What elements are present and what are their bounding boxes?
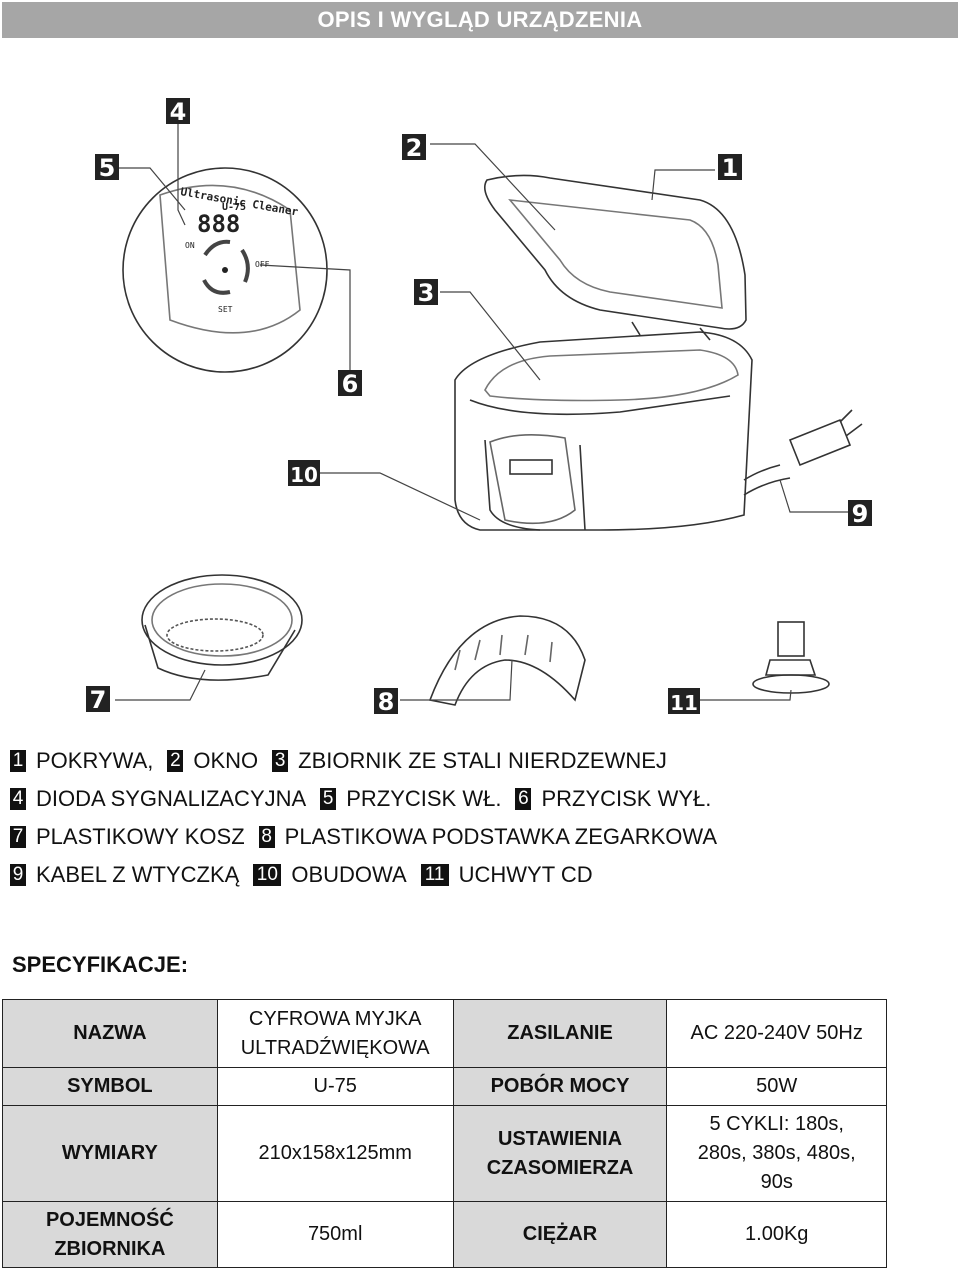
svg-text:9: 9 [852,500,869,528]
spec-label: NAZWA [2,999,218,1068]
legend-label: PRZYCISK WYŁ. [541,786,712,811]
svg-text:5: 5 [99,154,116,182]
device-diagram: Ultrasonic Cleaner U-75 888 ON OFF SET 4… [86,98,872,716]
legend-line: 9 KABEL Z WTYCZKĄ 10 OBUDOWA 11 UCHWYT CD [10,856,950,894]
spec-label: WYMIARY [2,1105,218,1202]
housing-shape [454,331,753,531]
spec-value: 750ml [216,1201,454,1268]
spec-value: AC 220-240V 50Hz [666,999,887,1068]
legend-label: ZBIORNIK ZE STALI NIERDZEWNEJ [298,748,667,773]
legend-number: 11 [420,864,449,886]
legend-number: 10 [253,864,282,886]
callout-4: 4 [166,98,190,126]
svg-text:3: 3 [418,279,435,307]
plug-shape [788,418,852,467]
panel-set-label: SET [218,305,233,314]
panel-display: 888 [197,210,240,238]
legend-label: PLASTIKOWY KOSZ [36,824,245,849]
callout-3: 3 [414,279,438,307]
legend-label: OKNO [193,748,259,773]
spec-label: USTAWIENIA CZASOMIERZA [452,1105,668,1202]
svg-text:2: 2 [406,134,423,162]
page-header: OPIS I WYGLĄD URZĄDZENIA [2,2,958,38]
callout-11: 11 [668,688,700,715]
panel-off-label: OFF [255,260,270,269]
legend-number: 7 [10,826,26,848]
basket-shape [141,574,303,666]
spec-value: CYFROWA MYJKA ULTRADŹWIĘKOWA [216,999,454,1068]
callout-9: 9 [848,500,872,528]
watch-stand-shape [428,615,586,706]
legend-label: PRZYCISK WŁ. [346,786,502,811]
legend-line: 7 PLASTIKOWY KOSZ 8 PLASTIKOWA PODSTAWKA ZE… [10,818,950,856]
cd-holder-shape [777,621,805,657]
parts-legend: 1 POKRYWA, 2 OKNO 3 ZBIORNIK ZE STALI NIERDZE… [10,742,950,894]
callout-2: 2 [402,134,426,162]
legend-line: 1 POKRYWA, 2 OKNO 3 ZBIORNIK ZE STALI NIERDZE… [10,742,950,780]
legend-number: 2 [167,750,184,772]
callout-1: 1 [718,154,742,182]
spec-value: 1.00Kg [666,1201,887,1268]
spec-value: 210x158x125mm [216,1105,454,1202]
svg-text:6: 6 [342,370,359,398]
svg-text:8: 8 [378,688,395,716]
legend-label: KABEL Z WTYCZKĄ [36,862,240,887]
legend-label: OBUDOWA [291,862,407,887]
spec-label: POJEMNOŚĆ ZBIORNIKA [2,1201,218,1268]
legend-label: DIODA SYGNALIZACYJNA [36,786,307,811]
spec-value: U-75 [216,1067,454,1106]
legend-number: 4 [10,788,26,810]
spec-value: 50W [666,1067,887,1106]
page-title: OPIS I WYGLĄD URZĄDZENIA [317,7,643,32]
legend-number: 5 [320,788,337,810]
spec-label: ZASILANIE [452,999,668,1068]
panel-on-label: ON [185,241,195,250]
spec-title: SPECYFIKACJE: [12,952,189,977]
legend-label: PLASTIKOWA PODSTAWKA ZEGARKOWA [284,824,717,849]
legend-number: 9 [10,864,26,886]
spec-label: POBÓR MOCY [452,1067,668,1106]
svg-text:10: 10 [290,463,318,487]
svg-text:7: 7 [90,686,107,714]
control-panel-zoom [122,167,328,373]
callout-10: 10 [288,460,320,487]
callout-8: 8 [374,688,398,716]
legend-number: 6 [515,788,532,810]
legend-number: 3 [272,750,289,772]
legend-label: POKRYWA, [36,748,154,773]
spec-label: SYMBOL [2,1067,218,1106]
callout-5: 5 [95,154,119,182]
callout-7: 7 [86,686,110,714]
legend-label: UCHWYT CD [458,862,593,887]
cable-shape [743,464,791,496]
spec-label: CIĘŻAR [452,1201,668,1268]
svg-text:11: 11 [670,691,698,715]
svg-text:1: 1 [722,154,739,182]
svg-text:4: 4 [170,98,187,126]
lid-shape [484,174,747,330]
legend-number: 8 [258,826,275,848]
panel-model: U-75 [222,202,246,213]
legend-number: 1 [10,750,26,772]
spec-value: 5 CYKLI: 180s, 280s, 380s, 480s, 90s [666,1105,887,1202]
callout-6: 6 [338,370,362,398]
legend-line: 4 DIODA SYGNALIZACYJNA 5 PRZYCISK WŁ. 6 PRZYC… [10,780,950,818]
